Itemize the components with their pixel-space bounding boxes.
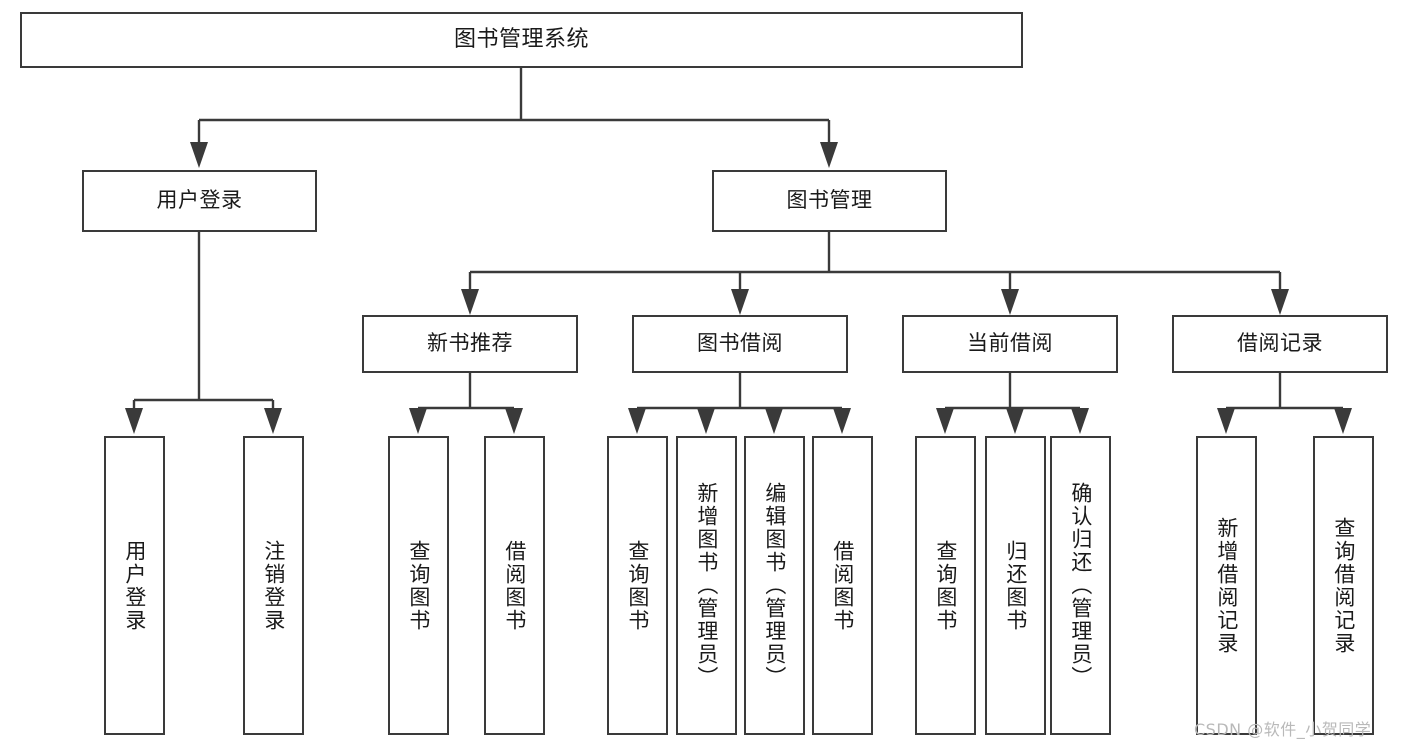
node-label: 新书推荐 (427, 331, 513, 356)
arrow-head-icon (765, 408, 783, 434)
arrow-head-icon (697, 408, 715, 434)
arrow-head-icon (1271, 289, 1289, 315)
node-label: 注销登录 (261, 539, 286, 632)
node-label: 图书借阅 (697, 331, 783, 356)
node-label: 新增借阅记录 (1214, 516, 1239, 655)
arrow-head-icon (628, 408, 646, 434)
node-label: 用户登录 (122, 539, 147, 632)
arrow-head-icon (505, 408, 523, 434)
node-level3-new-book-rec[interactable]: 新书推荐 (362, 315, 578, 373)
arrow-head-icon (1217, 408, 1235, 434)
arrow-head-icon (1001, 289, 1019, 315)
node-level3-book-borrow[interactable]: 图书借阅 (632, 315, 848, 373)
node-leaf-leaf-logout[interactable]: 注销登录 (243, 436, 304, 735)
node-label: 借阅图书 (830, 539, 855, 632)
node-label: 用户登录 (156, 188, 243, 213)
node-level3-current-borrow[interactable]: 当前借阅 (902, 315, 1118, 373)
node-label: 确认归还（管理员） (1068, 482, 1093, 689)
arrow-head-icon (820, 142, 838, 168)
node-label: 查询图书 (933, 539, 958, 632)
arrow-head-icon (731, 289, 749, 315)
arrow-head-icon (833, 408, 851, 434)
arrow-head-icon (1334, 408, 1352, 434)
node-label: 图书管理系统 (453, 26, 589, 52)
node-label: 当前借阅 (967, 331, 1053, 356)
node-label: 借阅记录 (1237, 331, 1323, 356)
node-leaf-leaf-edit-book[interactable]: 编辑图书（管理员） (744, 436, 805, 735)
node-leaf-leaf-query-book-3[interactable]: 查询图书 (915, 436, 976, 735)
node-label: 查询图书 (406, 539, 431, 632)
node-level3-borrow-record[interactable]: 借阅记录 (1172, 315, 1388, 373)
node-label: 新增图书（管理员） (694, 482, 719, 689)
node-label: 图书管理 (786, 188, 873, 213)
node-level2-user-login[interactable]: 用户登录 (82, 170, 317, 232)
node-leaf-leaf-user-login[interactable]: 用户登录 (104, 436, 165, 735)
node-leaf-leaf-query-book-1[interactable]: 查询图书 (388, 436, 449, 735)
arrow-head-icon (190, 142, 208, 168)
node-leaf-leaf-query-book-2[interactable]: 查询图书 (607, 436, 668, 735)
node-label: 借阅图书 (502, 539, 527, 632)
node-leaf-leaf-add-book[interactable]: 新增图书（管理员） (676, 436, 737, 735)
node-label: 查询图书 (625, 539, 650, 632)
arrow-head-icon (264, 408, 282, 434)
arrow-head-icon (461, 289, 479, 315)
node-root-root[interactable]: 图书管理系统 (20, 12, 1023, 68)
arrow-head-icon (125, 408, 143, 434)
node-label: 查询借阅记录 (1331, 516, 1356, 655)
node-leaf-leaf-return-book[interactable]: 归还图书 (985, 436, 1046, 735)
node-leaf-leaf-borrow-book-1[interactable]: 借阅图书 (484, 436, 545, 735)
node-leaf-leaf-query-record[interactable]: 查询借阅记录 (1313, 436, 1374, 735)
node-leaf-leaf-add-record[interactable]: 新增借阅记录 (1196, 436, 1257, 735)
arrow-head-icon (1006, 408, 1024, 434)
node-level2-book-manage[interactable]: 图书管理 (712, 170, 947, 232)
arrow-head-icon (409, 408, 427, 434)
node-leaf-leaf-borrow-book-2[interactable]: 借阅图书 (812, 436, 873, 735)
node-label: 归还图书 (1003, 539, 1028, 632)
watermark-text: CSDN @软件_小贺同学 (1194, 720, 1372, 739)
arrow-head-icon (936, 408, 954, 434)
arrow-head-icon (1071, 408, 1089, 434)
node-leaf-leaf-confirm-return[interactable]: 确认归还（管理员） (1050, 436, 1111, 735)
node-label: 编辑图书（管理员） (762, 482, 787, 689)
